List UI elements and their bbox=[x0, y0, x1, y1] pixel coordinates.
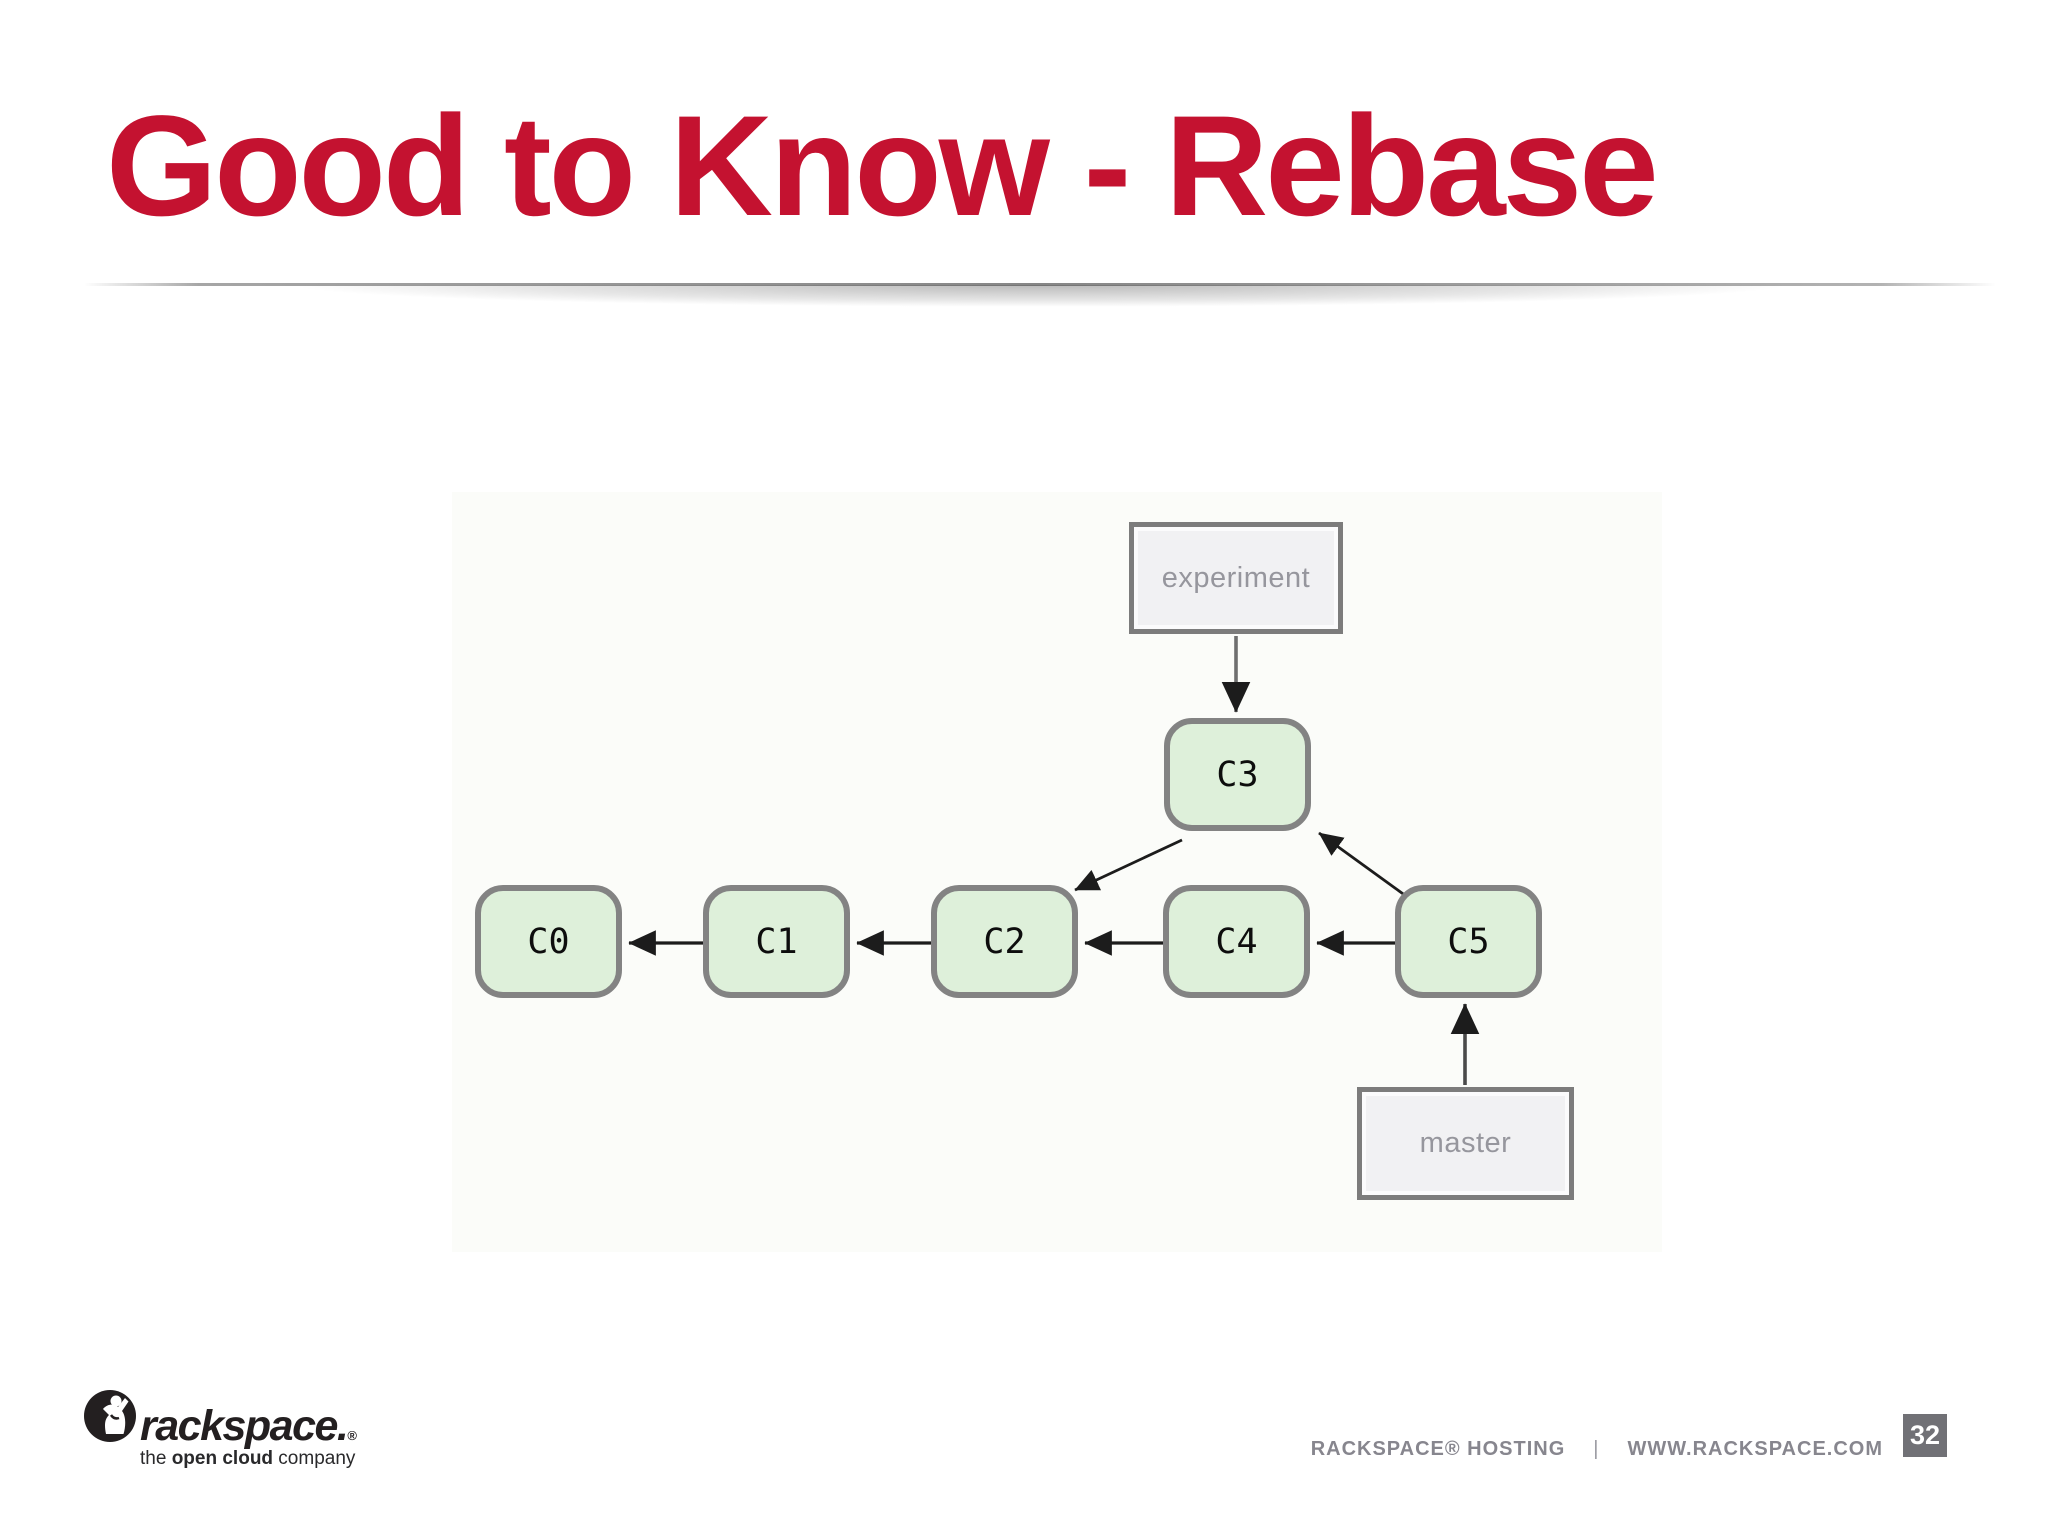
rackspace-mascot-icon bbox=[84, 1390, 136, 1442]
footer-text: RACKSPACE® HOSTING | WWW.RACKSPACE.COM bbox=[1311, 1438, 1883, 1461]
tagline-bold: open cloud bbox=[171, 1448, 274, 1469]
commit-node-C2: C2 bbox=[931, 885, 1078, 998]
branch-label-experiment: experiment bbox=[1129, 522, 1343, 634]
commit-node-C4: C4 bbox=[1163, 885, 1310, 998]
footer-separator: | bbox=[1593, 1438, 1600, 1460]
footer-url: WWW.RACKSPACE.COM bbox=[1627, 1438, 1883, 1460]
tagline-pre: the bbox=[140, 1448, 172, 1469]
branch-label-master: master bbox=[1357, 1087, 1574, 1200]
page-number-badge: 32 bbox=[1903, 1414, 1947, 1457]
divider-line bbox=[84, 283, 1996, 286]
rackspace-wordmark: rackspace.® bbox=[140, 1402, 357, 1451]
commit-node-C0: C0 bbox=[475, 885, 622, 998]
rackspace-tagline: the open cloud company bbox=[140, 1448, 355, 1470]
footer-hosting-label: RACKSPACE® HOSTING bbox=[1310, 1438, 1566, 1460]
slide-title: Good to Know - Rebase bbox=[106, 87, 1659, 246]
title-divider bbox=[84, 283, 1996, 315]
commit-node-C5: C5 bbox=[1395, 885, 1542, 998]
commit-node-C1: C1 bbox=[703, 885, 850, 998]
registered-mark: ® bbox=[347, 1428, 357, 1443]
commit-node-C3: C3 bbox=[1164, 718, 1311, 831]
rackspace-logo: rackspace.® the open cloud company bbox=[82, 1386, 482, 1476]
tagline-post: company bbox=[273, 1448, 356, 1469]
wordmark-text: rackspace. bbox=[140, 1402, 349, 1450]
divider-shadow bbox=[84, 285, 1996, 313]
